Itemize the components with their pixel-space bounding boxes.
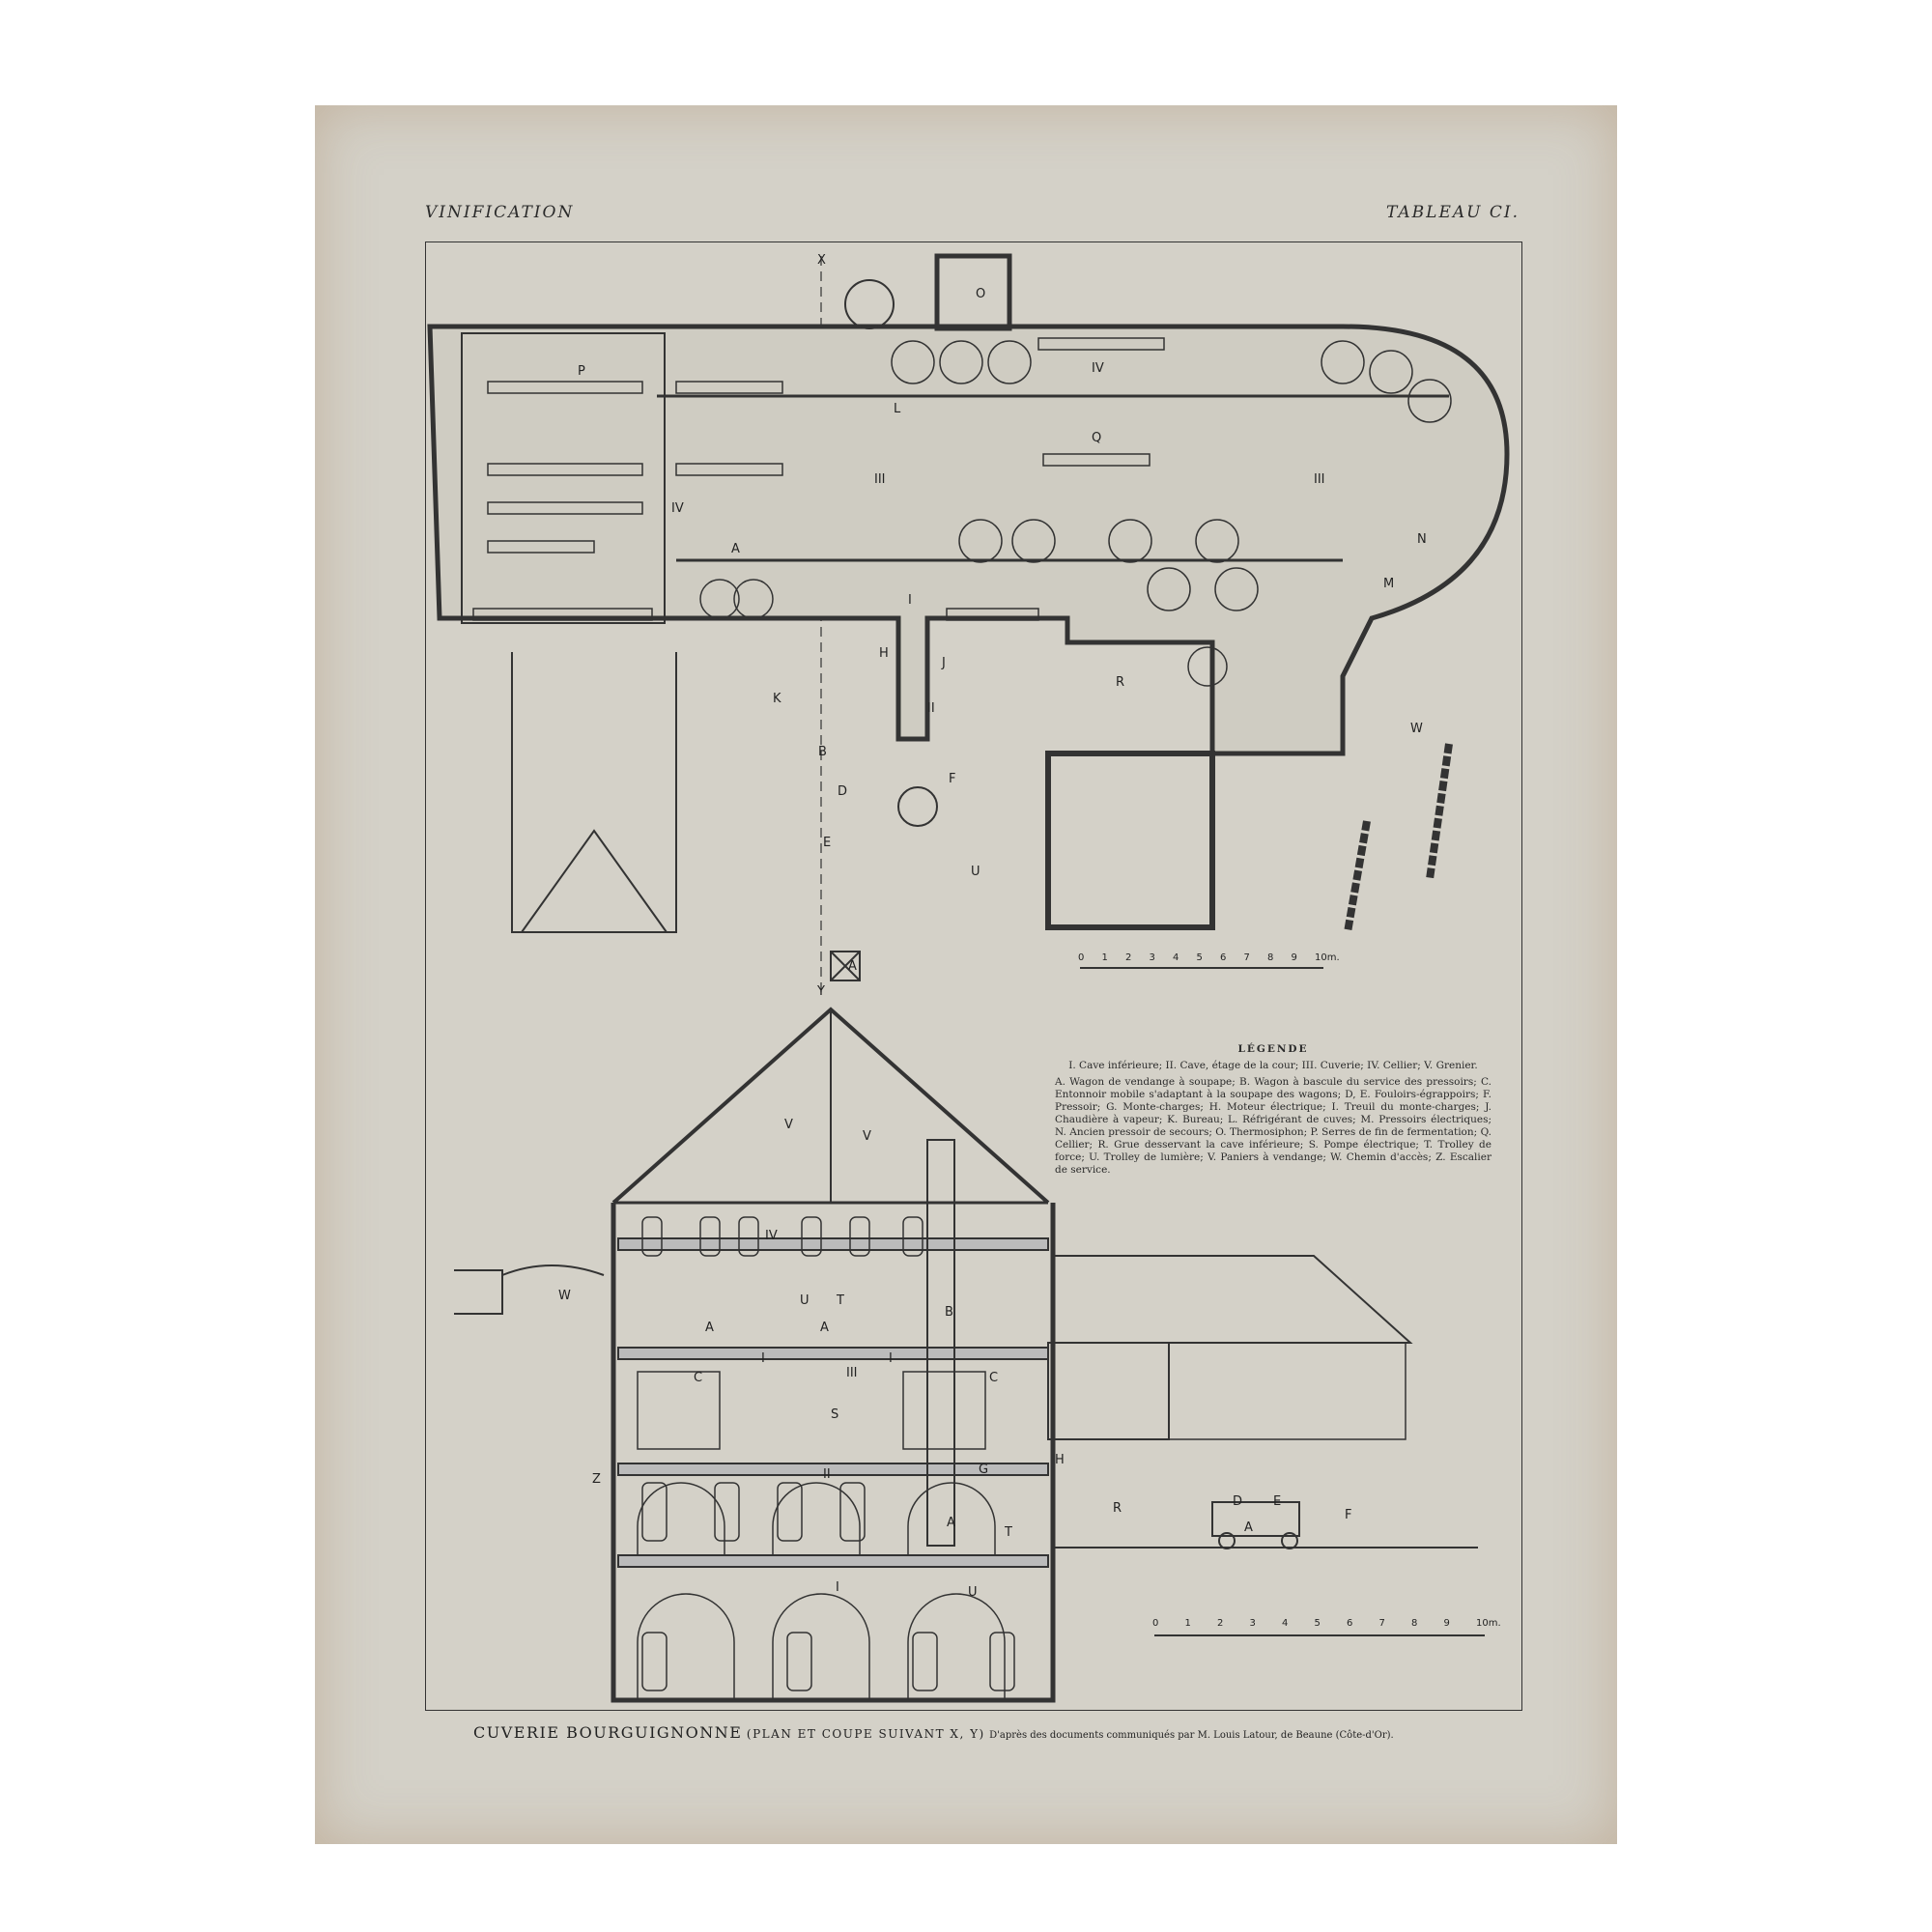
legend-items: A. Wagon de vendange à soupape; B. Wagon…: [1055, 1076, 1492, 1176]
label-s: S: [831, 1407, 838, 1422]
header-section-title: VINIFICATION: [425, 203, 575, 222]
label-j: J: [941, 656, 946, 670]
label-ii: II: [927, 701, 935, 716]
label-e: E: [1273, 1494, 1281, 1509]
label-p: P: [578, 364, 585, 379]
scale-tick-label: 3: [1250, 1618, 1256, 1629]
scale-tick-label: 9: [1444, 1618, 1450, 1629]
scale-tick-label: 4: [1173, 952, 1179, 963]
label-a: A: [705, 1321, 714, 1335]
label-iii: III: [874, 472, 886, 487]
label-iv: IV: [765, 1229, 778, 1243]
caption-subtitle: (PLAN ET COUPE SUIVANT X, Y): [746, 1727, 985, 1741]
label-u: U: [800, 1293, 810, 1308]
label-r: R: [1116, 675, 1124, 690]
label-z: Z: [592, 1472, 601, 1487]
label-x: X: [817, 253, 826, 268]
scale-tick-label: 8: [1267, 952, 1273, 963]
label-w: W: [558, 1289, 571, 1303]
scale-tick-label: 7: [1244, 952, 1250, 963]
label-a: A: [731, 542, 740, 556]
label-b: B: [945, 1305, 953, 1320]
barrels: [637, 1216, 1015, 1691]
label-h: H: [879, 646, 889, 661]
label-f: F: [1345, 1508, 1351, 1522]
label-v: V: [863, 1129, 871, 1144]
scale-tick-label: 0: [1078, 952, 1084, 963]
label-q: Q: [1092, 431, 1101, 445]
label-w: W: [1410, 722, 1423, 736]
legend: LÉGENDE I. Cave inférieure; II. Cave, ét…: [1055, 1043, 1492, 1177]
label-d: D: [1233, 1494, 1242, 1509]
label-u: U: [968, 1585, 978, 1600]
plate-frame: [425, 242, 1522, 1711]
scale-tick-label: 7: [1379, 1618, 1385, 1629]
scale-tick-label: 6: [1220, 952, 1226, 963]
label-iii: III: [1314, 472, 1325, 487]
label-c: C: [694, 1371, 702, 1385]
label-g: G: [979, 1463, 988, 1477]
label-iv: IV: [671, 501, 684, 516]
scale-tick-label: 1: [1102, 952, 1108, 963]
legend-title: LÉGENDE: [1237, 1043, 1309, 1055]
label-v: V: [784, 1118, 793, 1132]
section-scale-ticks: 0 1 2 3 4 5 6 7 8 9 10m.: [1152, 1618, 1501, 1629]
cross-section: V V IV W U T B A A C C III S I I II Z G …: [454, 1007, 1485, 1703]
label-e: E: [823, 836, 831, 850]
scale-tick-label: 2: [1125, 952, 1131, 963]
plate-caption: CUVERIE BOURGUIGNONNE (PLAN ET COUPE SUI…: [473, 1723, 1394, 1742]
header-plate-number: TABLEAU CI.: [1386, 203, 1520, 222]
scale-tick-label: 4: [1282, 1618, 1288, 1629]
scale-tick-label: 10m.: [1315, 952, 1340, 963]
label-a: A: [820, 1321, 829, 1335]
label-t: T: [1004, 1525, 1012, 1540]
label-t: T: [836, 1293, 844, 1308]
label-l: L: [894, 402, 901, 416]
label-k: K: [773, 692, 781, 706]
caption-title: CUVERIE BOURGUIGNONNE: [473, 1723, 743, 1742]
scale-tick-label: 0: [1152, 1618, 1158, 1629]
legend-levels: I. Cave inférieure; II. Cave, étage de l…: [1068, 1060, 1478, 1071]
label-b: B: [818, 745, 827, 759]
scale-tick-label: 10m.: [1476, 1618, 1501, 1629]
label-c: C: [989, 1371, 998, 1385]
label-r: R: [1113, 1501, 1122, 1516]
label-i: I: [836, 1580, 839, 1595]
label-a: A: [1244, 1520, 1253, 1535]
vat-circles: [699, 340, 1452, 687]
plan-scale-ticks: 0 1 2 3 4 5 6 7 8 9 10m.: [1078, 952, 1340, 963]
label-d: D: [838, 784, 847, 799]
scale-tick-label: 2: [1217, 1618, 1223, 1629]
label-o: O: [976, 287, 985, 301]
label-n: N: [1417, 532, 1427, 547]
barrel-rows: [472, 337, 1165, 621]
scale-tick-label: 5: [1315, 1618, 1321, 1629]
scale-tick-label: 1: [1185, 1618, 1191, 1629]
label-m: M: [1383, 577, 1394, 591]
caption-credit: D'après des documents communiqués par M.…: [989, 1730, 1394, 1741]
label-i: I: [889, 1351, 893, 1366]
label-ii: II: [823, 1467, 831, 1482]
label-iii: III: [846, 1366, 858, 1380]
scale-tick-label: 3: [1150, 952, 1155, 963]
label-a: A: [947, 1516, 955, 1530]
label-i: I: [761, 1351, 765, 1366]
scale-tick-label: 6: [1347, 1618, 1352, 1629]
label-a: A: [848, 959, 857, 974]
scale-tick-label: 8: [1411, 1618, 1417, 1629]
scale-tick-label: 9: [1292, 952, 1297, 963]
label-u: U: [971, 865, 980, 879]
label-f: F: [949, 772, 955, 786]
label-i: I: [908, 593, 912, 608]
label-h: H: [1055, 1453, 1065, 1467]
scale-tick-label: 5: [1197, 952, 1203, 963]
label-y: Y: [816, 984, 825, 999]
floor-plan: X Y O P IV IV III III Q L N M A A I H J …: [427, 253, 1510, 999]
label-iv: IV: [1092, 361, 1104, 376]
